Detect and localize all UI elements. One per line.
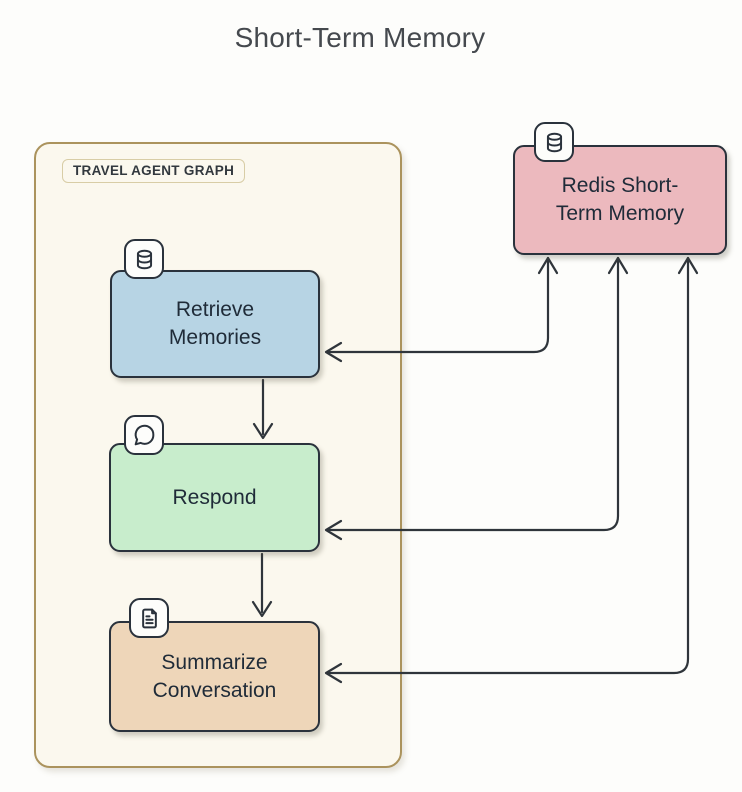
node-label: Respond [172, 485, 257, 509]
database-icon [534, 122, 574, 162]
node-summarize-conversation: Summarize Conversation [109, 598, 320, 732]
database-icon [124, 239, 164, 279]
document-icon [129, 598, 169, 638]
node-label: Retrieve Memories [168, 298, 262, 349]
node-redis-short-term-memory: Redis Short-Term Memory [513, 122, 727, 255]
travel-agent-graph-label: TRAVEL AGENT GRAPH [62, 159, 246, 183]
chat-bubble-icon [124, 415, 164, 455]
node-label: Summarize Conversation [152, 650, 277, 702]
page-title: Short-Term Memory [234, 22, 486, 53]
node-label: Redis Short-Term Memory [555, 174, 685, 225]
node-respond: Respond [109, 415, 320, 552]
node-retrieve-memories: Retrieve Memories [110, 239, 320, 378]
